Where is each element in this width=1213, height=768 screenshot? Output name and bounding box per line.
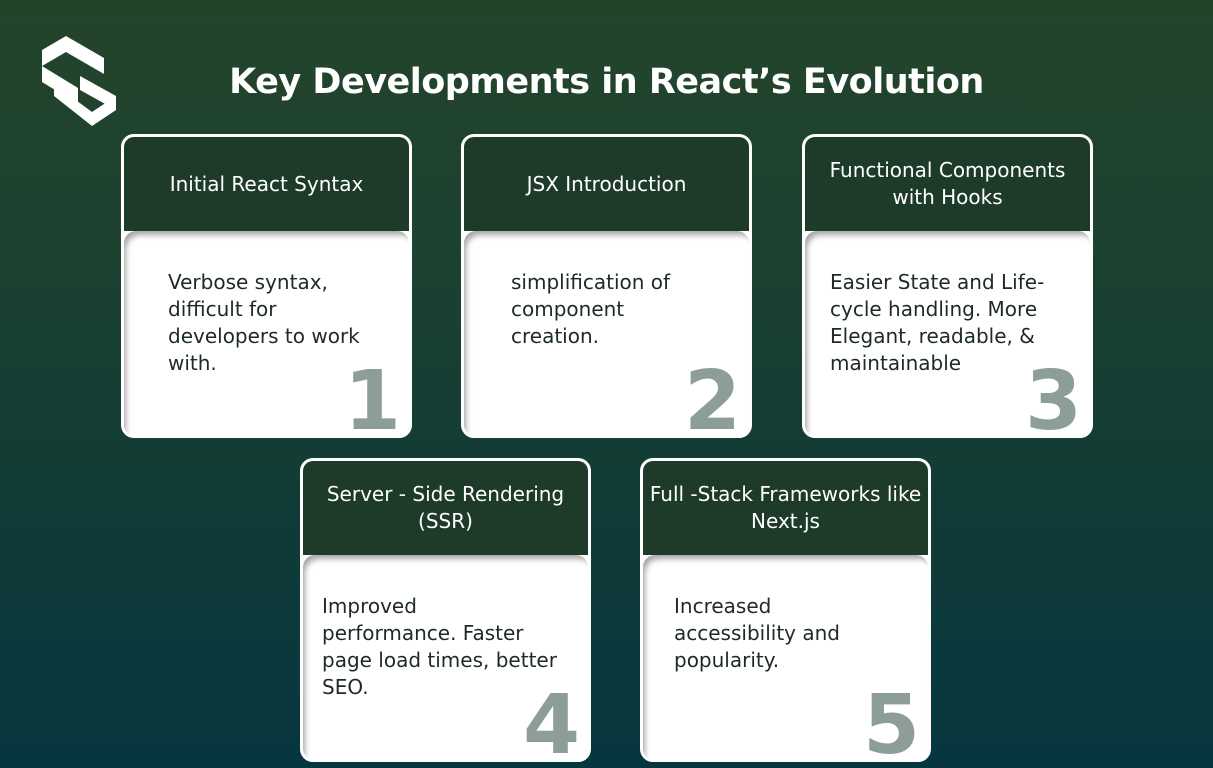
card-number: 3 bbox=[1024, 354, 1082, 438]
card-5: Full -Stack Frameworks like Next.js Incr… bbox=[640, 458, 931, 762]
card-header: Full -Stack Frameworks like Next.js bbox=[643, 461, 928, 555]
card-description: simplification of component creation. bbox=[511, 270, 671, 348]
card-number: 5 bbox=[862, 678, 920, 762]
s-monogram-logo-icon bbox=[42, 36, 116, 126]
card-1: Initial React Syntax Verbose syntax, dif… bbox=[121, 134, 412, 438]
card-number: 4 bbox=[522, 678, 580, 762]
card-header: Server - Side Rendering (SSR) bbox=[303, 461, 588, 555]
card-number: 1 bbox=[343, 354, 401, 438]
card-description: Easier State and Life- cycle handling. M… bbox=[830, 270, 1045, 375]
card-number: 2 bbox=[683, 354, 741, 438]
card-header: Initial React Syntax bbox=[124, 137, 409, 231]
card-header: JSX Introduction bbox=[464, 137, 749, 231]
card-body: Easier State and Life- cycle handling. M… bbox=[805, 231, 1090, 435]
card-description: Increased accessibility and popularity. bbox=[674, 594, 840, 672]
card-4: Server - Side Rendering (SSR) Improved p… bbox=[300, 458, 591, 762]
card-2: JSX Introduction simplification of compo… bbox=[461, 134, 752, 438]
card-description: Improved performance. Faster page load t… bbox=[322, 594, 557, 699]
page-title: Key Developments in React’s Evolution bbox=[229, 62, 984, 102]
card-description: Verbose syntax, difficult for developers… bbox=[168, 270, 360, 375]
card-body: Increased accessibility and popularity. … bbox=[643, 555, 928, 759]
card-3: Functional Components with Hooks Easier … bbox=[802, 134, 1093, 438]
card-body: Verbose syntax, difficult for developers… bbox=[124, 231, 409, 435]
card-body: simplification of component creation. 2 bbox=[464, 231, 749, 435]
card-body: Improved performance. Faster page load t… bbox=[303, 555, 588, 759]
card-header: Functional Components with Hooks bbox=[805, 137, 1090, 231]
